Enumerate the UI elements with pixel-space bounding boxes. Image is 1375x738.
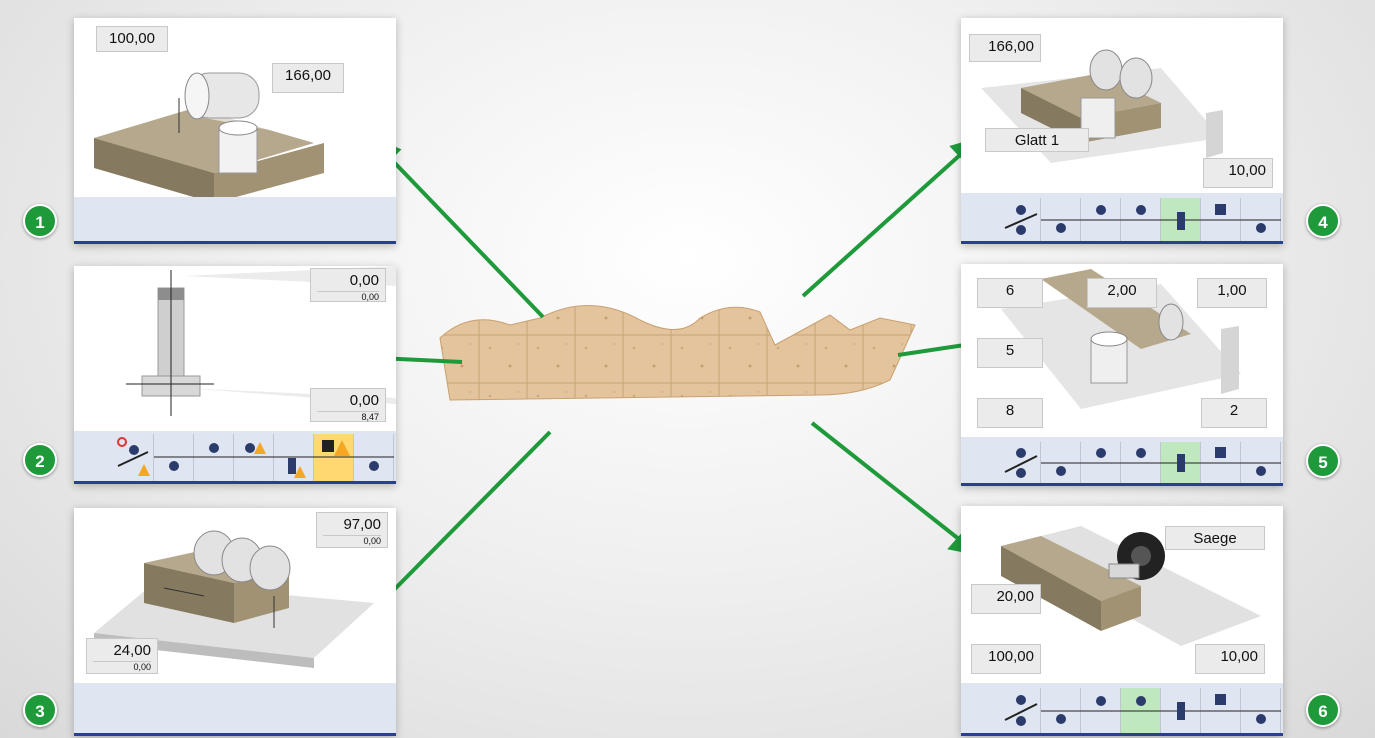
tool-label-box[interactable]: Saege: [1165, 526, 1265, 550]
value-8[interactable]: 8: [977, 398, 1043, 428]
right-value-box[interactable]: 166,00: [272, 63, 344, 93]
tool-saw[interactable]: [1201, 442, 1241, 483]
tool-bottom-right[interactable]: [1241, 688, 1281, 733]
tool-saw[interactable]: [1201, 688, 1241, 733]
toolbar-strip: [74, 683, 396, 736]
value-1-00[interactable]: 1,00: [1197, 278, 1267, 308]
tool-row: [114, 434, 394, 481]
tool-row: [1001, 688, 1281, 733]
tool-top-spindle-active[interactable]: [1121, 688, 1161, 733]
tool-bottom-right[interactable]: [1241, 198, 1281, 241]
bottom-main-value: 24,00: [113, 642, 151, 659]
bottom-main-value: 0,00: [349, 392, 379, 409]
tool-universal-active[interactable]: [1161, 198, 1201, 241]
bottom-value-box[interactable]: 10,00: [1203, 158, 1273, 188]
toolbar-strip: [74, 197, 396, 244]
step-badge-2: 2: [23, 443, 57, 477]
feed-roller-illustration: [94, 530, 374, 668]
tool-top-bottom[interactable]: [1001, 688, 1041, 733]
tool-bottom-right[interactable]: [1241, 442, 1281, 483]
tool-universal-active[interactable]: [1161, 442, 1201, 483]
step-badge-5: 5: [1306, 444, 1340, 478]
tool-top-spindle[interactable]: [1081, 198, 1121, 241]
top-main-value: 97,00: [343, 516, 381, 533]
panel-4-smoothing[interactable]: 166,00 Glatt 1 10,00: [961, 18, 1283, 244]
tool-universal[interactable]: [1161, 688, 1201, 733]
bottom-sub-value: 8,47: [317, 411, 379, 422]
tool-top-spindle-warn[interactable]: [234, 434, 274, 481]
panel-5-guides[interactable]: 6 2,00 1,00 5 8 2: [961, 264, 1283, 486]
toolbar-strip: [961, 437, 1283, 486]
tool-bottom-right[interactable]: [354, 434, 394, 481]
bottom-value-box[interactable]: 0,00 8,47: [310, 388, 386, 422]
step-badge-6: 6: [1306, 693, 1340, 727]
tool-top-spindle-2[interactable]: [1121, 442, 1161, 483]
tool-saw-warn-active[interactable]: [314, 434, 354, 481]
guides-illustration: [1001, 269, 1241, 409]
left-value-box[interactable]: 100,00: [96, 26, 168, 52]
tool-remove-warn[interactable]: [114, 434, 154, 481]
tool-universal-warn[interactable]: [274, 434, 314, 481]
tool-row: [1001, 198, 1281, 241]
tool-top-bottom[interactable]: [1001, 442, 1041, 483]
value-2-00[interactable]: 2,00: [1087, 278, 1157, 308]
top-sub-value: 0,00: [323, 535, 381, 546]
tool-top-spindle[interactable]: [194, 434, 234, 481]
panel-3-feed-rollers[interactable]: 97,00 0,00 24,00 0,00: [74, 508, 396, 736]
panel-1-profiling-rollers[interactable]: 100,00 166,00: [74, 18, 396, 244]
saw-illustration: [1001, 526, 1261, 646]
panel-2-spindle[interactable]: 0,00 0,00 0,00 8,47: [74, 266, 396, 484]
tool-saw[interactable]: [1201, 198, 1241, 241]
step-badge-1: 1: [23, 204, 57, 238]
toolbar-strip: [961, 193, 1283, 244]
roller-illustration: [94, 72, 324, 203]
tool-row: [1001, 442, 1281, 483]
top-value-box[interactable]: 0,00 0,00: [310, 268, 386, 302]
value-5[interactable]: 5: [977, 338, 1043, 368]
top-sub-value: 0,00: [317, 291, 379, 302]
top-value-box[interactable]: 97,00 0,00: [316, 512, 388, 548]
bottom-sub-value: 0,00: [93, 661, 151, 672]
value-20[interactable]: 20,00: [971, 584, 1041, 614]
tool-bottom-spindle[interactable]: [1041, 198, 1081, 241]
tool-label-box[interactable]: Glatt 1: [985, 128, 1089, 152]
tool-top-spindle-2[interactable]: [1121, 198, 1161, 241]
value-100[interactable]: 100,00: [971, 644, 1041, 674]
panel-6-saw[interactable]: Saege 20,00 100,00 10,00: [961, 506, 1283, 736]
tool-top-spindle[interactable]: [1081, 442, 1121, 483]
step-badge-3: 3: [23, 693, 57, 727]
tool-top-spindle[interactable]: [1081, 688, 1121, 733]
top-value-box[interactable]: 166,00: [969, 34, 1041, 62]
value-10[interactable]: 10,00: [1195, 644, 1265, 674]
step-badge-4: 4: [1306, 204, 1340, 238]
bottom-value-box[interactable]: 24,00 0,00: [86, 638, 158, 674]
value-2[interactable]: 2: [1201, 398, 1267, 428]
value-6[interactable]: 6: [977, 278, 1043, 308]
top-main-value: 0,00: [349, 272, 379, 289]
tool-bottom-spindle[interactable]: [154, 434, 194, 481]
tool-top-bottom[interactable]: [1001, 198, 1041, 241]
tool-bottom-spindle[interactable]: [1041, 442, 1081, 483]
tool-bottom-spindle[interactable]: [1041, 688, 1081, 733]
